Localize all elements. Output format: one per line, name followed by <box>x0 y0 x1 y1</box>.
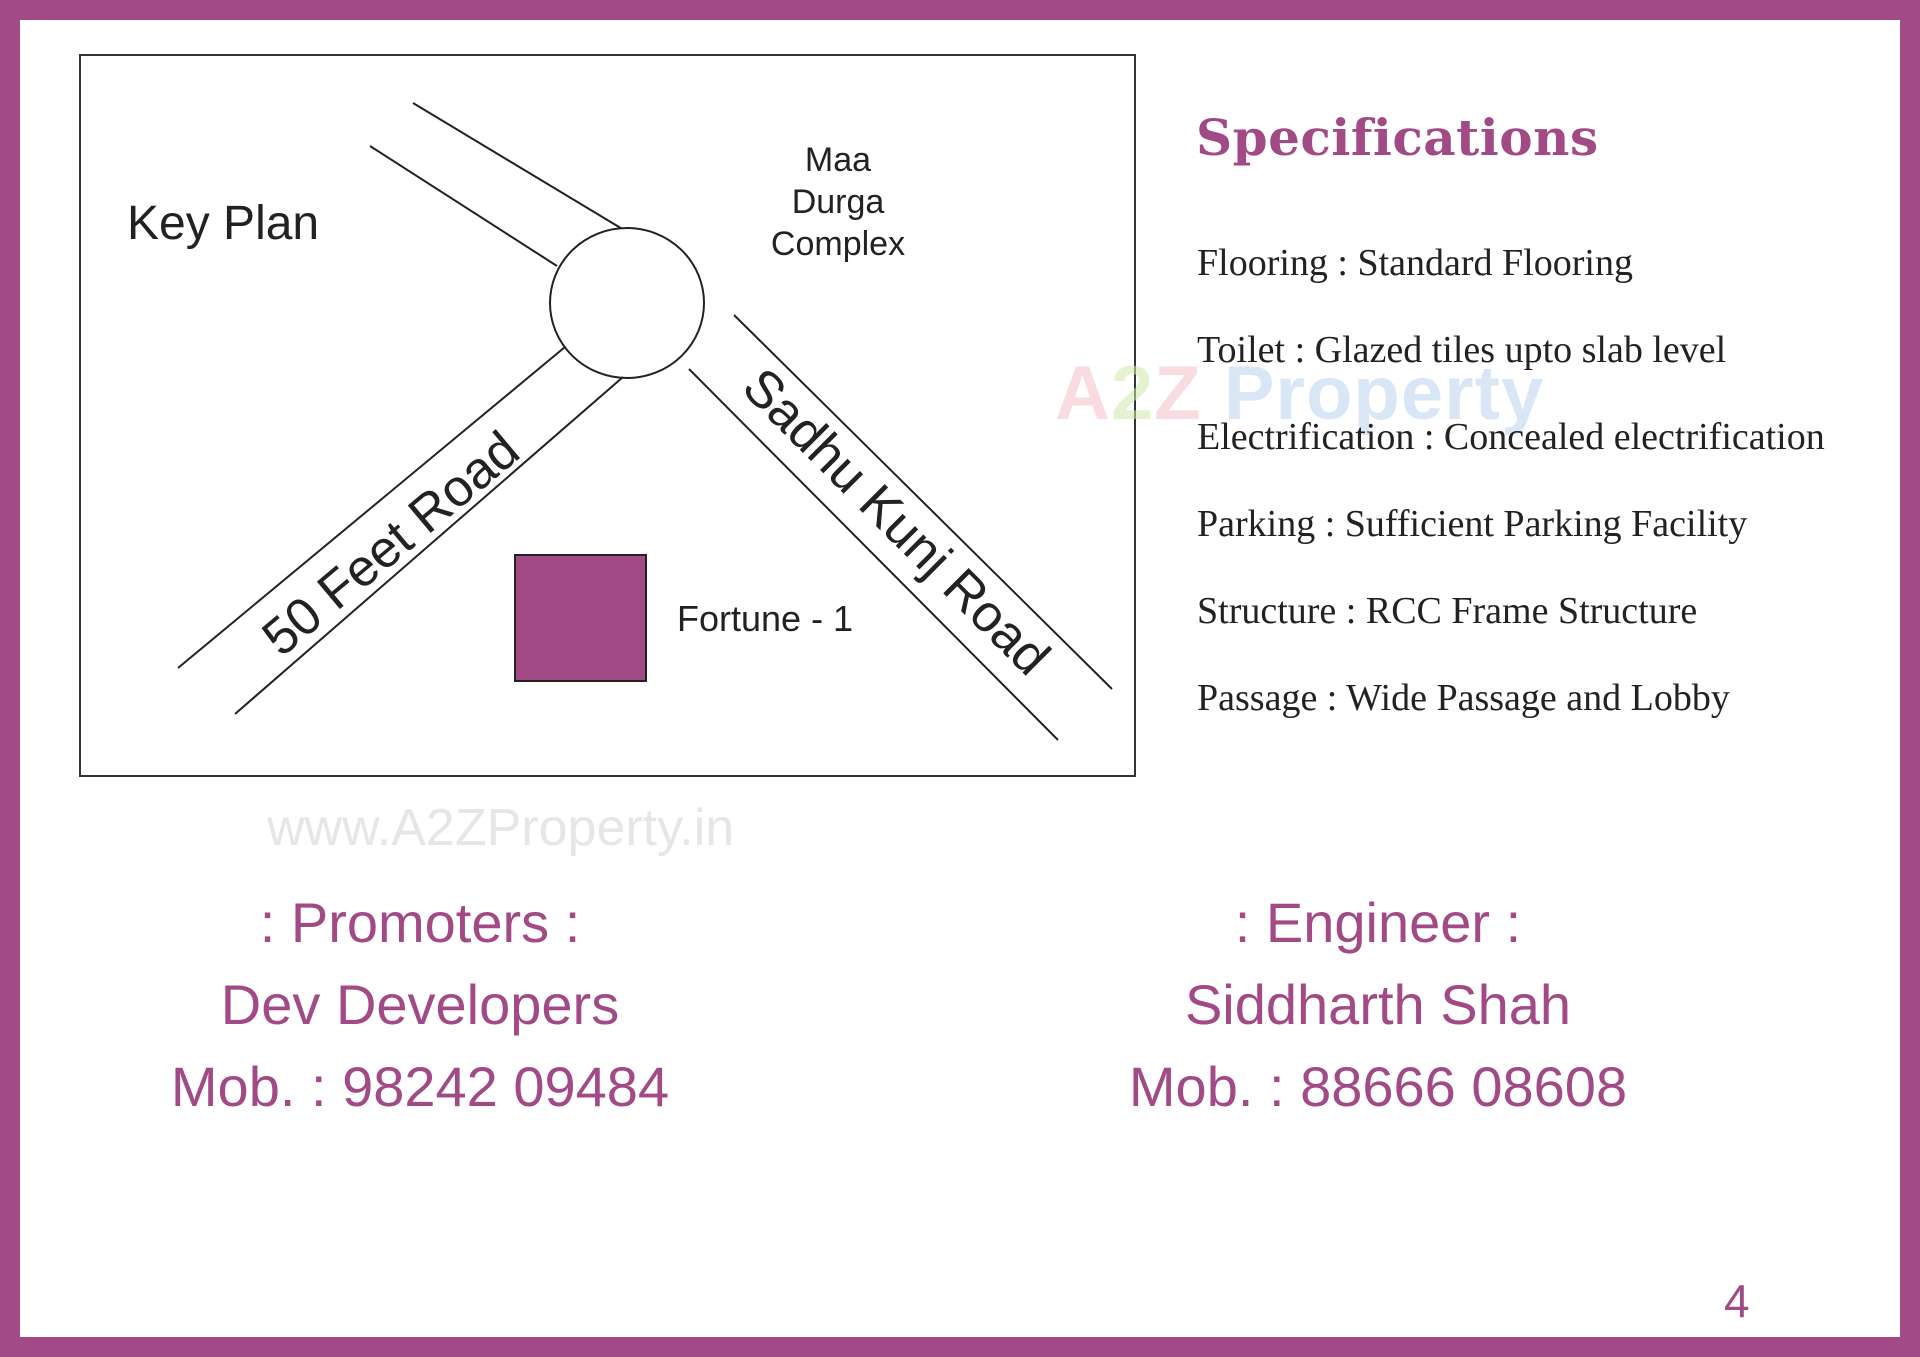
promoters-heading: : Promoters : <box>259 891 581 954</box>
spec-structure: Structure : RCC Frame Structure <box>1197 590 1698 632</box>
watermark-logo-2: 2 <box>1110 351 1155 436</box>
roundabout <box>549 227 705 379</box>
left-road-edge <box>177 346 566 669</box>
upper-road-edge <box>369 145 558 267</box>
promoters-name: Dev Developers <box>220 973 620 1036</box>
engineer-heading: : Engineer : <box>1234 891 1522 954</box>
site-label: Fortune - 1 <box>677 598 853 639</box>
road-label-50-feet: 50 Feet Road <box>252 420 531 667</box>
specifications-title: Specifications <box>1196 108 1599 167</box>
spec-electrification: Electrification : Concealed electrificat… <box>1197 416 1825 458</box>
watermark-logo-a: A <box>1055 351 1111 436</box>
engineer-phone: Mob. : 88666 08608 <box>1128 1055 1628 1118</box>
landmark-line-3: Complex <box>771 225 905 263</box>
right-road-edge <box>688 368 1059 741</box>
specifications-list: Flooring : Standard Flooring Toilet : Gl… <box>1197 236 1825 758</box>
promoters-block: : Promoters : Dev Developers Mob. : 9824… <box>130 882 710 1128</box>
watermark-logo-z: Z <box>1154 351 1224 436</box>
watermark-logo-property: Property <box>1223 351 1545 436</box>
left-road-edge <box>234 376 624 715</box>
spec-flooring: Flooring : Standard Flooring <box>1197 242 1633 284</box>
promoters-phone: Mob. : 98242 09484 <box>170 1055 670 1118</box>
landmark-line-1: Maa <box>805 141 871 179</box>
engineer-name: Siddharth Shah <box>1184 973 1572 1036</box>
spec-parking: Parking : Sufficient Parking Facility <box>1197 503 1748 545</box>
landmark-line-2: Durga <box>792 183 885 221</box>
a2z-watermark-logo: A2Z Property <box>1055 350 1544 437</box>
watermark-url: www.A2ZProperty.in <box>267 799 735 857</box>
right-road-edge <box>733 314 1113 690</box>
fortune-1-site <box>514 554 647 682</box>
spec-toilet: Toilet : Glazed tiles upto slab level <box>1197 329 1727 371</box>
engineer-block: : Engineer : Siddharth Shah Mob. : 88666… <box>1088 882 1668 1128</box>
upper-road-edge <box>412 102 625 231</box>
spec-passage: Passage : Wide Passage and Lobby <box>1197 677 1730 719</box>
page-number: 4 <box>1724 1275 1750 1327</box>
key-plan-frame <box>79 54 1136 777</box>
key-plan-title: Key Plan <box>127 197 319 250</box>
